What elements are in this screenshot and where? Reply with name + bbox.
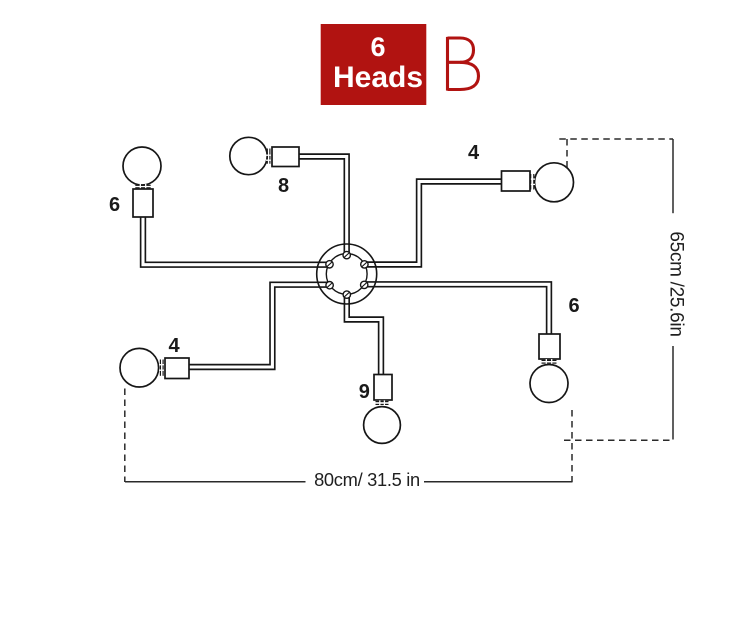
svg-text:4: 4 — [468, 142, 480, 164]
svg-text:9: 9 — [359, 381, 370, 403]
svg-text:65cm /25.6in: 65cm /25.6in — [666, 231, 687, 336]
svg-text:6: 6 — [109, 194, 120, 216]
svg-text:4: 4 — [168, 335, 180, 357]
svg-text:8: 8 — [278, 175, 289, 197]
svg-text:Heads: Heads — [333, 61, 423, 94]
svg-text:80cm/ 31.5 in: 80cm/ 31.5 in — [314, 469, 420, 490]
svg-text:6: 6 — [568, 295, 579, 317]
svg-text:6: 6 — [370, 32, 385, 62]
